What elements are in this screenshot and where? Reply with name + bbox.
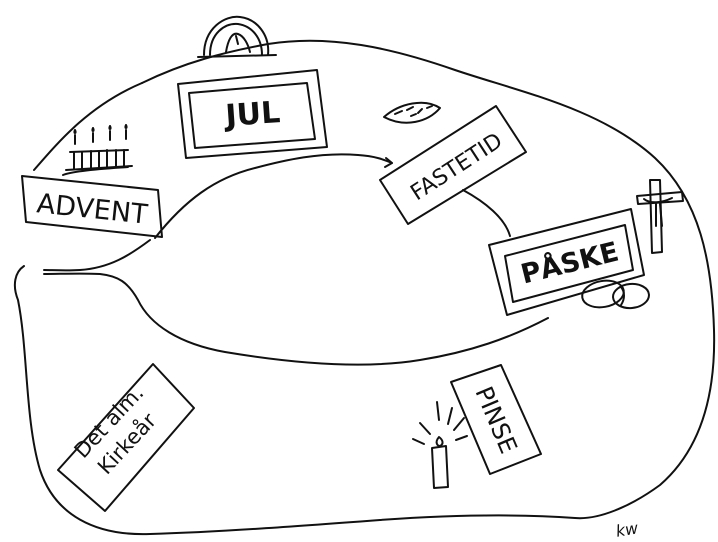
kirkeaar-sign: Det alm. Kirkeår xyxy=(58,364,194,511)
pentecost-candle-icon xyxy=(413,402,467,488)
advent-candles-icon xyxy=(63,125,132,175)
paaske-label: PÅSKE xyxy=(518,235,622,290)
jul-label: JUL xyxy=(222,95,281,134)
easter-eggs-icon xyxy=(580,278,650,311)
advent-sign: ADVENT xyxy=(22,176,162,237)
fastetid-sign: FASTETID xyxy=(380,106,526,224)
signature: kw xyxy=(614,518,640,541)
inner-divider xyxy=(44,240,150,270)
crucifix-icon xyxy=(637,180,683,253)
palm-leaf-icon xyxy=(384,103,440,123)
pinse-sign: PINSE xyxy=(451,365,541,474)
jul-sign: JUL xyxy=(178,70,327,158)
